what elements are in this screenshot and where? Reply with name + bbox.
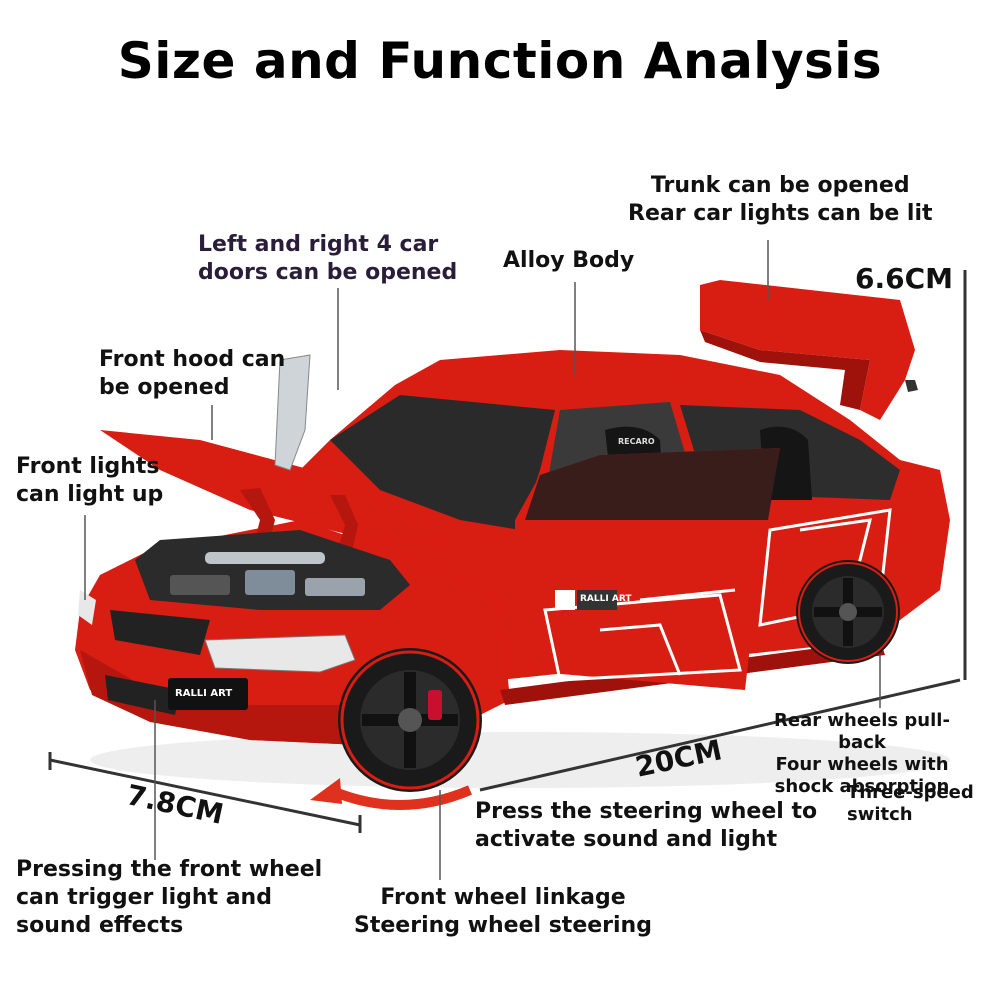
page-title: Size and Function Analysis [117, 32, 883, 90]
front-wheel-press-callout: Pressing the front wheel can trigger lig… [16, 857, 323, 938]
linkage-callout: Front wheel linkage Steering wheel steer… [354, 885, 652, 938]
left-headlight [78, 590, 96, 625]
door-decal-text: RALLI ART [580, 594, 632, 604]
steering-press-callout: Press the steering wheel to activate sou… [475, 799, 818, 852]
rear-spoiler [700, 280, 918, 420]
height-dimension: 6.6CM [855, 262, 954, 295]
front-grille [110, 610, 210, 655]
rotation-arrow-icon [310, 778, 472, 810]
headlight [204, 634, 356, 673]
seat-badge-text: RECARO [618, 437, 655, 446]
open-front-door [274, 354, 311, 471]
lights-callout: Front lights can light up [16, 454, 164, 507]
rear-wheels-callout: Rear wheels pull-back Four wheels with s… [774, 710, 950, 797]
trunk-callout: Trunk can be opened Rear car lights can … [628, 173, 933, 226]
license-plate [168, 678, 248, 710]
front-wheel [338, 648, 482, 792]
alloy-callout: Alloy Body [503, 248, 635, 273]
hood-callout: Front hood can be opened [99, 347, 286, 400]
three-speed-callout: Three-speed switch [847, 782, 974, 825]
callout-lines [84, 240, 881, 880]
rear-wheel [796, 560, 900, 664]
lower-grille [105, 675, 180, 715]
open-side-door [515, 448, 780, 690]
ground-shadow [90, 732, 950, 788]
plate-text: RALLI ART [175, 688, 233, 699]
doors-callout: Left and right 4 car doors can be opened [198, 232, 458, 285]
engine-bay [135, 530, 410, 610]
